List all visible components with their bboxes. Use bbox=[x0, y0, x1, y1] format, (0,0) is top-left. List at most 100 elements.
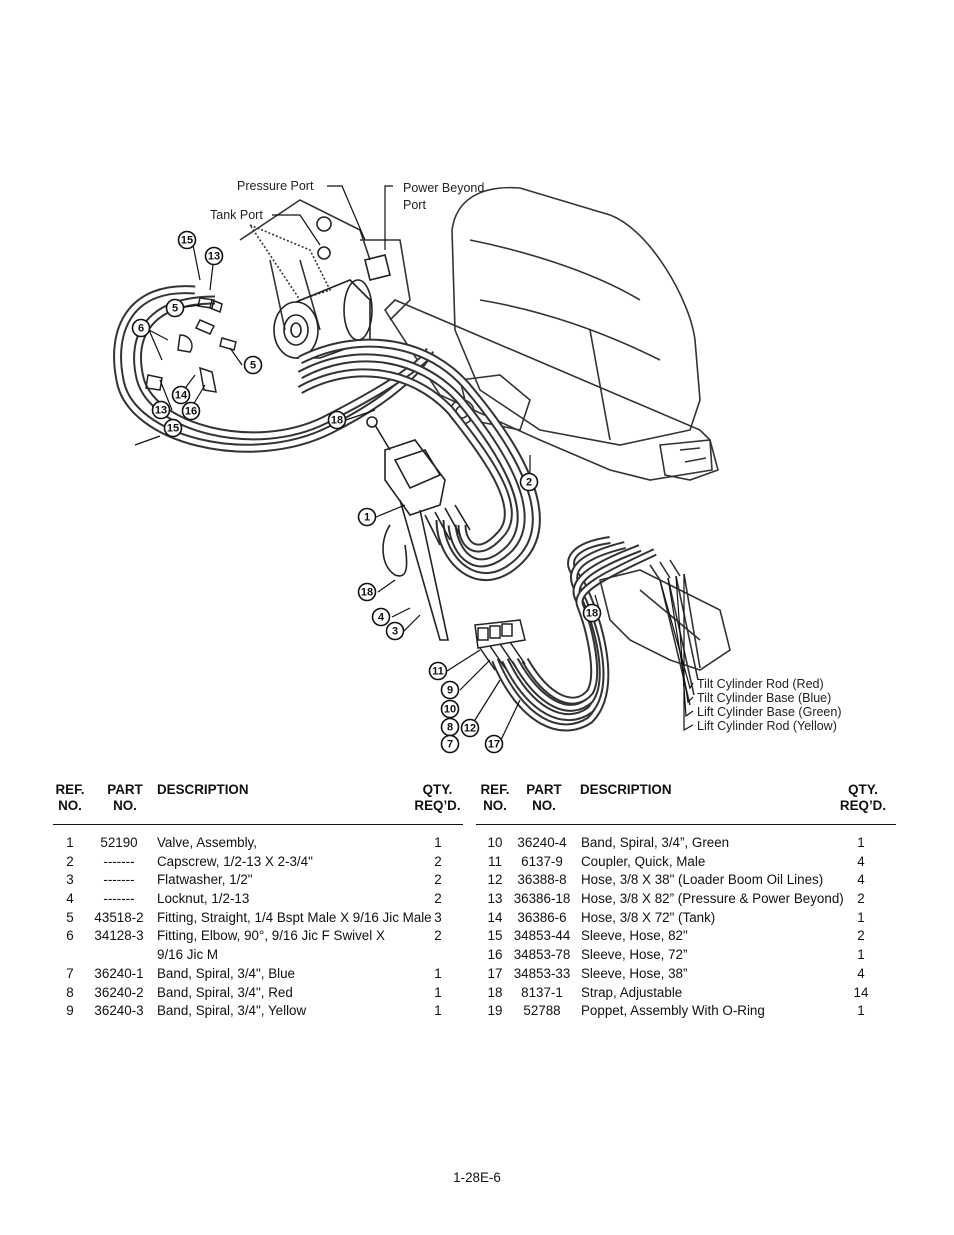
cell-ref: 14 bbox=[487, 909, 503, 925]
cell-part: 52190 bbox=[100, 835, 138, 850]
svg-text:15: 15 bbox=[167, 423, 179, 435]
table-header: REF. NO. PART NO. DESCRIPTION QTY. REQ’D… bbox=[55, 782, 463, 826]
callout-5: 5 bbox=[165, 298, 185, 318]
cell-qty: 1 bbox=[434, 835, 442, 850]
cell-ref: 7 bbox=[66, 965, 74, 981]
cell-part: 36240-3 bbox=[94, 1003, 144, 1019]
cell-part: ------- bbox=[103, 872, 135, 888]
cell-desc: Poppet, Assembly With O-Ring bbox=[581, 1003, 765, 1019]
header-rule bbox=[53, 824, 463, 825]
callout-14: 14 bbox=[171, 385, 191, 405]
cell-desc: Locknut, 1/2-13 bbox=[157, 891, 250, 907]
cell-qty: 1 bbox=[857, 947, 865, 963]
callout-4: 4 bbox=[371, 607, 391, 627]
callout-18: 18 bbox=[357, 582, 377, 602]
svg-text:18: 18 bbox=[361, 587, 373, 599]
svg-text:9: 9 bbox=[447, 685, 453, 697]
cell-ref: 18 bbox=[487, 984, 503, 1000]
svg-text:13: 13 bbox=[155, 405, 167, 417]
pump-flange bbox=[273, 216, 391, 359]
cell-part: 36240-1 bbox=[94, 965, 144, 981]
cell-ref: 11 bbox=[488, 853, 502, 869]
parts-table-right: REF. NO. PART NO. DESCRIPTION QTY. REQ’D… bbox=[476, 782, 896, 1018]
header-part: PART NO. bbox=[526, 782, 562, 813]
header-ref: REF. NO. bbox=[480, 782, 510, 813]
svg-text:15: 15 bbox=[181, 235, 193, 247]
callout-7: 7 bbox=[440, 734, 460, 754]
cell-qty: 1 bbox=[857, 909, 865, 925]
cell-qty: 2 bbox=[857, 891, 865, 907]
cell-desc: Valve, Assembly, bbox=[157, 835, 257, 850]
table-row: 9/16 Jic M bbox=[55, 946, 463, 965]
valve-assembly bbox=[366, 416, 471, 641]
header-description: DESCRIPTION bbox=[157, 782, 249, 797]
callout-12: 12 bbox=[460, 718, 480, 738]
cell-desc: Coupler, Quick, Male bbox=[581, 853, 706, 869]
svg-text:3: 3 bbox=[392, 626, 398, 638]
cell-desc: Band, Spiral, 3/4", Blue bbox=[157, 965, 295, 981]
callout-17: 17 bbox=[484, 734, 504, 754]
cell-ref: 19 bbox=[487, 1003, 503, 1019]
callout-2: 2 bbox=[519, 472, 539, 492]
cell-part: ------- bbox=[103, 891, 135, 907]
callout-1: 1 bbox=[357, 507, 377, 527]
cell-part: 34128-3 bbox=[94, 928, 144, 944]
cell-qty: 2 bbox=[434, 891, 442, 907]
cell-ref: 17 bbox=[487, 965, 503, 981]
cell-qty: 1 bbox=[434, 1003, 442, 1019]
label-tilt-rod: Tilt Cylinder Rod (Red) bbox=[697, 677, 824, 691]
fittings bbox=[145, 297, 237, 393]
label-tilt-base: Tilt Cylinder Base (Blue) bbox=[697, 691, 831, 705]
hose-loop-valve bbox=[297, 338, 541, 582]
svg-text:4: 4 bbox=[378, 612, 385, 624]
cell-part: 36386-6 bbox=[517, 909, 567, 925]
cell-qty: 2 bbox=[857, 928, 865, 944]
cell-qty: 1 bbox=[857, 1003, 865, 1019]
svg-text:2: 2 bbox=[526, 477, 532, 489]
cell-desc: Band, Spiral, 3/4”, Green bbox=[581, 835, 730, 850]
cell-desc: Fitting, Straight, 1/4 Bspt Male X 9/16 … bbox=[157, 909, 432, 925]
svg-text:18: 18 bbox=[331, 415, 343, 427]
cell-ref: 16 bbox=[487, 947, 503, 963]
cell-part: 36240-2 bbox=[94, 984, 144, 1000]
callout-3: 3 bbox=[385, 621, 405, 641]
svg-text:10: 10 bbox=[444, 704, 456, 716]
svg-text:5: 5 bbox=[172, 303, 178, 315]
cell-desc: 9/16 Jic M bbox=[157, 947, 219, 963]
cell-qty: 4 bbox=[857, 872, 865, 888]
cell-part: ------- bbox=[103, 853, 135, 869]
svg-text:1: 1 bbox=[364, 512, 370, 524]
label-lift-rod: Lift Cylinder Rod (Yellow) bbox=[697, 719, 837, 733]
couplers bbox=[474, 619, 526, 671]
svg-text:16: 16 bbox=[185, 406, 197, 418]
cell-desc: Sleeve, Hose, 72” bbox=[581, 947, 688, 963]
cell-desc: Capscrew, 1/2-13 X 2-3/4" bbox=[157, 853, 313, 869]
table-row: 3-------Flatwasher, 1/2"2 bbox=[55, 871, 463, 890]
header-rule bbox=[476, 824, 896, 825]
label-tank-port: Tank Port bbox=[210, 208, 263, 222]
cell-desc: Sleeve, Hose, 38” bbox=[581, 965, 688, 981]
cell-desc: Band, Spiral, 3/4", Yellow bbox=[157, 1003, 307, 1019]
cell-ref: 6 bbox=[66, 928, 74, 944]
cell-qty: 4 bbox=[857, 853, 865, 869]
cell-ref: 12 bbox=[487, 872, 503, 888]
svg-text:13: 13 bbox=[208, 251, 220, 263]
cell-ref: 15 bbox=[487, 928, 503, 944]
label-lift-base: Lift Cylinder Base (Green) bbox=[697, 705, 842, 719]
label-power-beyond: Power Beyond bbox=[403, 181, 484, 195]
cell-qty: 1 bbox=[857, 835, 865, 850]
label-pressure-port: Pressure Port bbox=[237, 179, 314, 193]
cell-desc: Hose, 3/8 X 82” (Pressure & Power Beyond… bbox=[581, 891, 844, 907]
